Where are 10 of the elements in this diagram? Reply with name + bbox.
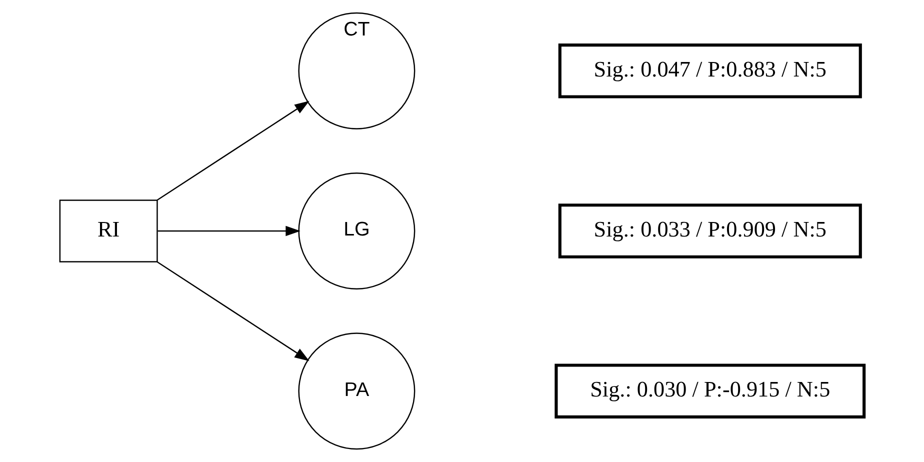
node-box: RI	[59, 200, 158, 262]
node-box: Sig.: 0.047 / P:0.883 / N:5	[558, 44, 862, 98]
arrow	[156, 100, 310, 201]
arrow	[156, 261, 310, 362]
node-circle: LG	[298, 172, 416, 290]
arrow	[158, 226, 300, 236]
node-circle: PA	[298, 332, 416, 450]
node-box: Sig.: 0.033 / P:0.909 / N:5	[558, 204, 862, 258]
node-box: Sig.: 0.030 / P:-0.915 / N:5	[554, 364, 866, 418]
node-circle: CT	[298, 12, 416, 130]
